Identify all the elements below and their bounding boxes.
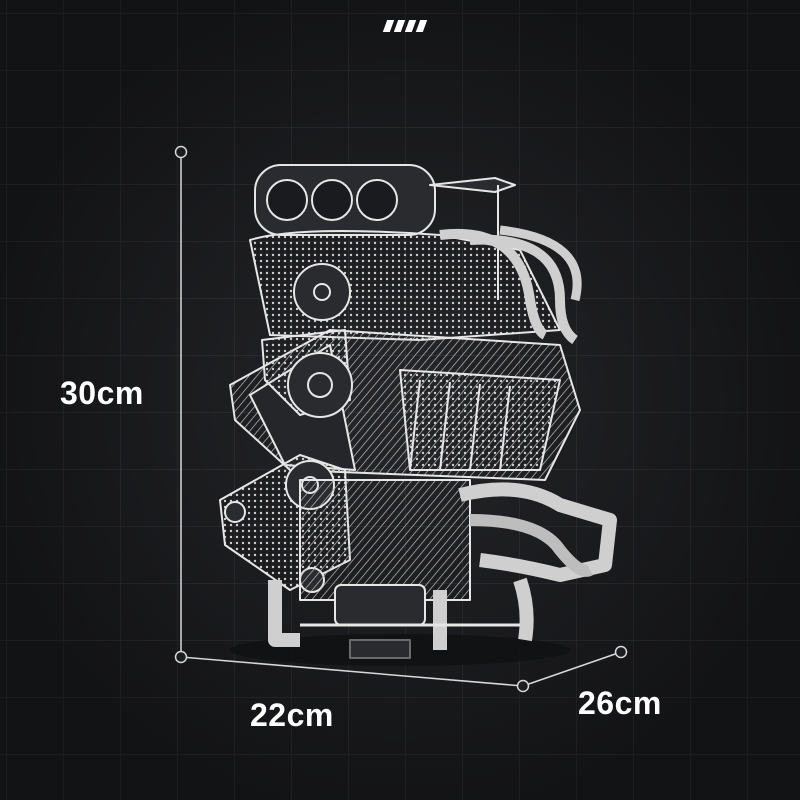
width-dimension-label: 22cm bbox=[250, 697, 334, 733]
depth-dimension-label: 26cm bbox=[578, 685, 662, 721]
height-dimension-label: 30cm bbox=[60, 375, 144, 411]
